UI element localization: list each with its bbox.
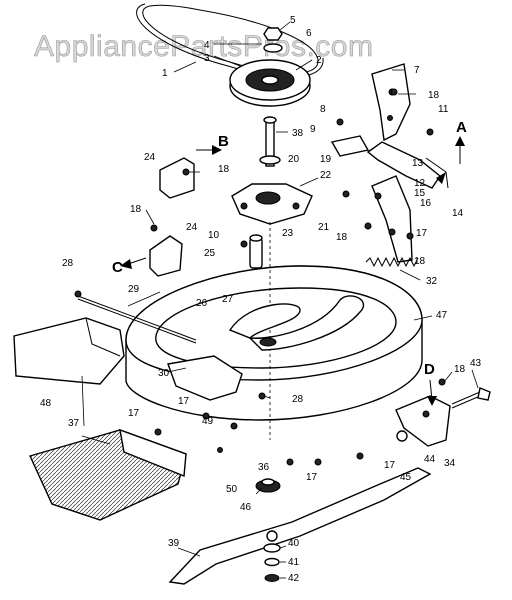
- rod-part-29: [77, 295, 197, 344]
- callout-32: 32: [426, 276, 438, 287]
- callout-20: 20: [288, 154, 300, 165]
- blade-adaptor-part-46: [255, 478, 281, 493]
- callout-25: 25: [204, 248, 216, 259]
- callout-3: 3: [204, 53, 210, 64]
- bracket-part-30: [167, 355, 243, 401]
- callout-2: 2: [316, 55, 322, 66]
- callout-47: 47: [436, 310, 448, 321]
- view-letters: A B C D: [112, 119, 467, 378]
- callout-23: 23: [282, 228, 294, 239]
- callout-17-c: 17: [178, 396, 190, 407]
- callout-13: 13: [412, 158, 424, 169]
- callout-27: 27: [222, 294, 234, 305]
- callout-18-b: 18: [218, 164, 230, 175]
- callout-15: 15: [414, 188, 426, 199]
- callout-24a: 24: [144, 152, 156, 163]
- callout-6: 6: [306, 28, 312, 39]
- callout-18-f: 18: [454, 364, 466, 375]
- callout-18-c: 18: [130, 204, 142, 215]
- callout-22: 22: [320, 170, 332, 181]
- callout-48: 48: [40, 398, 52, 409]
- spring-part-32: [365, 256, 419, 268]
- callout-36: 36: [258, 462, 270, 473]
- callout-12: 12: [414, 178, 426, 189]
- callout-30: 30: [158, 368, 170, 379]
- callout-9: 9: [310, 124, 316, 135]
- deck-bolts: [74, 88, 446, 466]
- callout-24-b: 24: [186, 222, 198, 233]
- nut-part-5: [263, 27, 283, 53]
- callout-45: 45: [400, 472, 412, 483]
- callout-16: 16: [420, 198, 432, 209]
- callout-29: 29: [128, 284, 140, 295]
- spindle-housing-part-22: [231, 155, 313, 225]
- anti-scalp-bracket-part-34: [395, 387, 491, 447]
- callout-39: 39: [168, 538, 180, 549]
- callout-38: 38: [292, 128, 304, 139]
- callout-18-e: 18: [414, 256, 426, 267]
- leader-lines: [81, 21, 479, 579]
- callout-17: 17: [416, 228, 428, 239]
- callout-labels: 1 2 3 4 5 6 7 8 9 10 11 12 13 14 15 16 1…: [40, 15, 482, 584]
- bracket-part-24-upper: [159, 157, 195, 199]
- callout-18: 18: [428, 90, 440, 101]
- deflector-part-48: [13, 317, 125, 385]
- mulch-plate-part-37: [29, 428, 187, 521]
- callout-34: 34: [444, 458, 456, 469]
- callout-41: 41: [288, 557, 300, 568]
- callout-28-b: 28: [292, 394, 304, 405]
- callout-8: 8: [320, 104, 326, 115]
- callout-18-d: 18: [336, 232, 348, 243]
- view-arrow-b: [196, 145, 222, 155]
- callout-14: 14: [452, 208, 464, 219]
- view-letter-b: B: [218, 133, 229, 150]
- callout-44: 44: [424, 454, 436, 465]
- bushing-part-23: [249, 234, 263, 269]
- callout-49: 49: [202, 416, 214, 427]
- view-letter-c: C: [112, 259, 123, 276]
- callout-46: 46: [240, 502, 252, 513]
- callout-10: 10: [208, 230, 220, 241]
- pulley-part-2: [229, 59, 311, 107]
- callout-5: 5: [290, 15, 296, 26]
- idler-arm-part-16: [330, 135, 449, 263]
- view-letter-d: D: [424, 361, 435, 378]
- view-arrow-d: [427, 379, 437, 406]
- view-arrow-c: [120, 257, 147, 269]
- callout-19: 19: [320, 154, 332, 165]
- callout-17-d: 17: [306, 472, 318, 483]
- callout-11: 11: [438, 104, 449, 115]
- main-blade-part-39: [168, 467, 432, 585]
- v-belt-part-1: [136, 3, 324, 78]
- callout-40: 40: [288, 538, 300, 549]
- callout-21: 21: [318, 222, 330, 233]
- idler-bracket-part-7: [371, 63, 411, 142]
- callout-1: 1: [162, 68, 168, 79]
- callout-37: 37: [68, 418, 80, 429]
- callout-50: 50: [226, 484, 238, 495]
- callout-42: 42: [288, 573, 300, 584]
- bracket-part-24-lower: [149, 235, 183, 277]
- callout-43: 43: [470, 358, 482, 369]
- view-letter-a: A: [456, 119, 467, 136]
- callout-4: 4: [204, 40, 210, 51]
- callout-28a: 28: [62, 258, 74, 269]
- callout-7: 7: [414, 65, 420, 76]
- callout-17-e: 17: [384, 460, 396, 471]
- callout-26: 26: [196, 298, 208, 309]
- washer-part-41: [264, 557, 280, 567]
- washer-part-40: [263, 543, 281, 553]
- deck-blade-part-27: [228, 295, 365, 351]
- watermark-text: AppliancePartsPros.com: [34, 30, 373, 63]
- callout-17-b: 17: [128, 408, 140, 419]
- view-arrow-a: [436, 136, 465, 184]
- nut-part-42: [264, 574, 280, 582]
- spindle-shaft-part-38: [263, 116, 277, 167]
